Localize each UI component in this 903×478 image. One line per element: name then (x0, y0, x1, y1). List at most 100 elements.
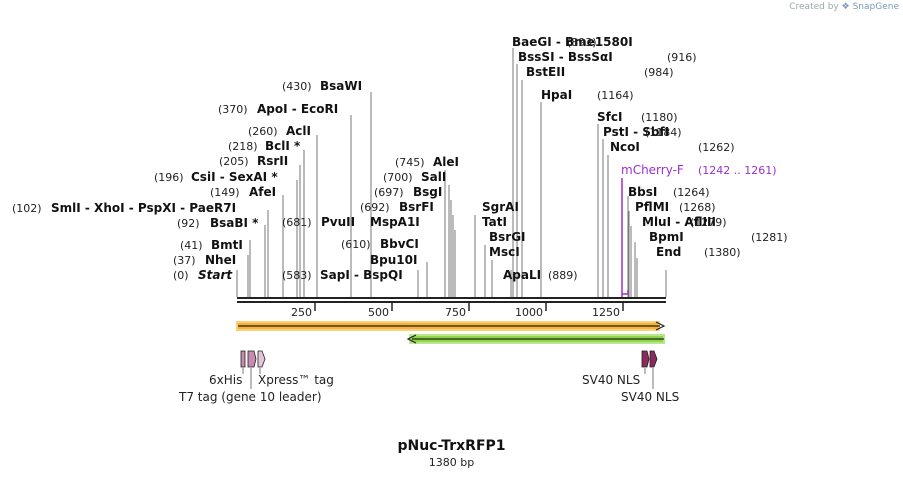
site-bsteii: HpaI (541, 88, 572, 102)
ruler: 250 500 750 1000 1250 (291, 303, 624, 319)
feature-sv40-nls-arrow-1[interactable] (641, 350, 650, 368)
site-pos: (697) (374, 186, 404, 199)
site-nhei: NheI (205, 253, 236, 267)
site-pos: (0) (173, 269, 189, 282)
site-pos: (893) (567, 36, 597, 49)
feature-label-sv40-nls-2: SV40 NLS (621, 390, 679, 404)
site-rsrii: RsrII (257, 154, 288, 168)
site-bsrgi: MscI (489, 245, 520, 259)
site-pos: (1264) (673, 186, 710, 199)
site-pos: (92) (177, 217, 200, 230)
snapgene-logo-icon: ❖ (841, 2, 850, 12)
site-msci: ApaLI (503, 268, 541, 282)
site-pos: (984) (644, 66, 674, 79)
site-pos: (41) (180, 239, 203, 252)
site-bsrfi: SgrAI (482, 200, 519, 214)
site-mspa1i: MspA1I (370, 215, 420, 229)
site-pos: (889) (548, 269, 578, 282)
feature-label-t7-tag: T7 tag (gene 10 leader) (178, 390, 322, 404)
credit-prefix: Created by (789, 2, 839, 12)
site-pflmi: MluI - AflIII (642, 215, 716, 229)
site-pos: (583) (282, 269, 312, 282)
site-pos: (1184) (645, 126, 682, 139)
site-pos: (1281) (751, 231, 788, 244)
site-pos: (1180) (641, 111, 678, 124)
site-afei: AfeI (249, 185, 276, 199)
site-pos: (149) (210, 186, 240, 199)
site-pos: (430) (282, 80, 312, 93)
feature-leaders (242, 368, 654, 389)
feature-6xhis-arrow[interactable] (240, 350, 246, 368)
site-pos: (916) (667, 51, 697, 64)
site-pos: (692) (360, 201, 390, 214)
feature-sv40-nls-arrow-2[interactable] (649, 350, 658, 368)
site-pos: (370) (218, 103, 248, 116)
feature-label-xpress-tag: Xpress™ tag (258, 373, 334, 387)
site-bsgi: BsgI (413, 185, 442, 199)
site-bpmi: End (656, 245, 681, 259)
site-bsabi: BsaBI * (210, 216, 259, 230)
site-apoi-ecori: ApoI - EcoRI (257, 102, 338, 116)
tick-label-750: 750 (445, 306, 466, 319)
site-pos: (1279) (690, 216, 727, 229)
site-pos: (196) (154, 171, 184, 184)
tick-label-1250: 1250 (592, 306, 620, 319)
site-bbsi: PflMI (635, 200, 669, 214)
tick-label-500: 500 (368, 306, 389, 319)
site-bsssi: BstEII (526, 65, 565, 79)
feature-label-6xhis: 6xHis (209, 373, 242, 387)
site-hpai: SfcI (597, 110, 622, 124)
site-csii-sexai: CsiI - SexAI * (191, 170, 278, 184)
site-pos: (37) (173, 254, 196, 267)
site-pos: (218) (228, 140, 258, 153)
snapgene-credit: Created by ❖ SnapGene (789, 2, 899, 12)
site-pos: (102) (12, 202, 42, 215)
site-mmei: BsrFI (399, 200, 434, 214)
site-pos: (1164) (597, 89, 634, 102)
site-start: Start (198, 268, 233, 282)
feature-xpress-tag-arrow[interactable] (257, 350, 266, 368)
credit-brand: SnapGene (852, 2, 899, 12)
feature-t7-tag-arrow[interactable] (247, 350, 257, 368)
site-tati: BsrGI (489, 230, 526, 244)
site-pos: (700) (383, 171, 413, 184)
site-smli-xhoi: SmlI - XhoI - PspXI - PaeR7I (51, 201, 236, 215)
primer-range: (1242 .. 1261) (698, 164, 777, 177)
plasmid-size: 1380 bp (428, 456, 475, 469)
site-apali: BaeGI - Bme1580I (512, 35, 633, 49)
sequence-backbone (237, 297, 666, 303)
feature-label-sv40-nls-1: SV40 NLS (582, 373, 640, 387)
primer-mcherry-f[interactable]: mCherry-F (1242 .. 1261) (621, 163, 777, 297)
site-pos: (681) (282, 216, 312, 229)
site-pos: (745) (395, 156, 425, 169)
site-ncoi: BbsI (628, 185, 657, 199)
site-pos: (1262) (698, 141, 735, 154)
site-sgrai: TatI (482, 215, 507, 229)
restriction-site-labels: (0) Start (37) NheI (41) BmtI (92) BsaBI… (12, 35, 788, 282)
plasmid-name: pNuc-TrxRFP1 (397, 438, 506, 454)
site-sfci: PstI - SbfI (603, 125, 669, 139)
tick-label-250: 250 (291, 306, 312, 319)
site-bbvci: BbvCI (380, 237, 419, 251)
site-pos: (260) (248, 125, 278, 138)
site-bsawi: BsaWI (320, 79, 362, 93)
leader-lines (236, 48, 667, 297)
feature-green-arrow[interactable] (406, 334, 665, 344)
site-pvuii: PvuII (321, 215, 355, 229)
site-bcli: BclI * (265, 139, 301, 153)
site-pos: (610) (341, 238, 371, 251)
feature-orange-arrow[interactable] (236, 321, 666, 331)
site-pos: (1380) (704, 246, 741, 259)
tick-label-1000: 1000 (515, 306, 543, 319)
site-baegi-bme1580i: BssSI - BssSαI (518, 50, 613, 64)
site-bpu10i: Bpu10I (370, 253, 417, 267)
site-alei: AleI (433, 155, 459, 169)
site-acli: AclI (286, 124, 311, 138)
site-psti-sbfi: NcoI (610, 140, 640, 154)
site-pos: (205) (219, 155, 249, 168)
site-pos: (1268) (679, 201, 716, 214)
site-sapi-bspqi: SapI - BspQI (320, 268, 403, 282)
site-bmti: BmtI (211, 238, 243, 252)
primer-label: mCherry-F (621, 163, 684, 177)
